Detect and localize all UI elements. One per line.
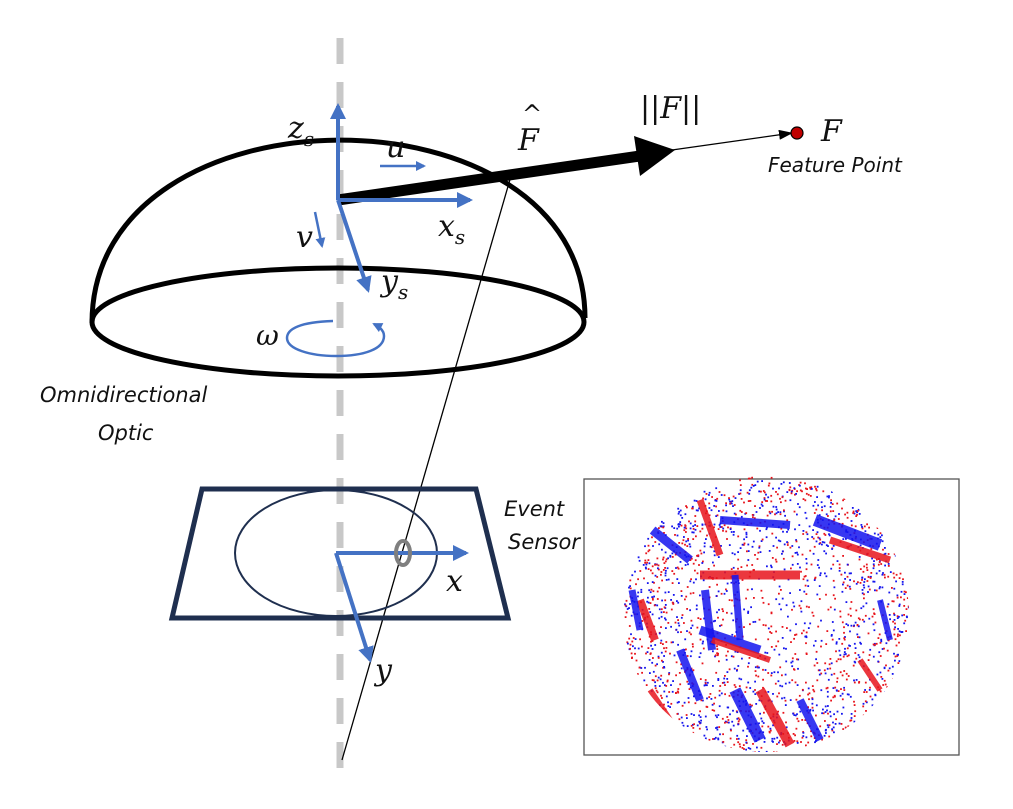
event-sensor-label-line1: Event (504, 497, 565, 521)
unit-vector-f-hat (337, 150, 641, 206)
zs-label: zs (287, 111, 314, 151)
hemisphere-base-ellipse (89, 265, 587, 379)
event-sensor-plane (168, 486, 512, 621)
projection-ray (341, 175, 512, 761)
event-sensor-label-line2: Sensor (508, 530, 581, 554)
projected-pixel-marker (394, 539, 412, 567)
norm-vector-thin-arrow (671, 129, 793, 151)
sensor-y-label: y (373, 653, 393, 688)
v-label: v (296, 220, 313, 255)
feature-point-label: Feature Point (768, 153, 903, 177)
event-image (624, 476, 909, 752)
norm-f-label: ||F|| (640, 91, 701, 126)
optic-label-line1: Omnidirectional (40, 383, 207, 407)
feature-point-dot (790, 126, 804, 140)
xs-label: xs (438, 209, 465, 249)
unit-vector-arrowhead (634, 136, 675, 176)
f-hat-accent: ^ (522, 100, 542, 128)
omega-label: ω (256, 319, 279, 352)
u-label: u (386, 130, 405, 165)
sensor-x-label: x (446, 564, 463, 599)
omega-rotation-arrow (285, 319, 386, 358)
ys-axis-arrow (336, 199, 372, 293)
sensor-y-axis-arrow (334, 552, 374, 663)
v-motion-arrow (313, 211, 326, 248)
f-hat-label: F (517, 123, 540, 158)
optic-label-line2: Optic (98, 421, 154, 445)
feature-point-f-label: F (820, 114, 843, 149)
ys-label: ys (379, 264, 408, 304)
